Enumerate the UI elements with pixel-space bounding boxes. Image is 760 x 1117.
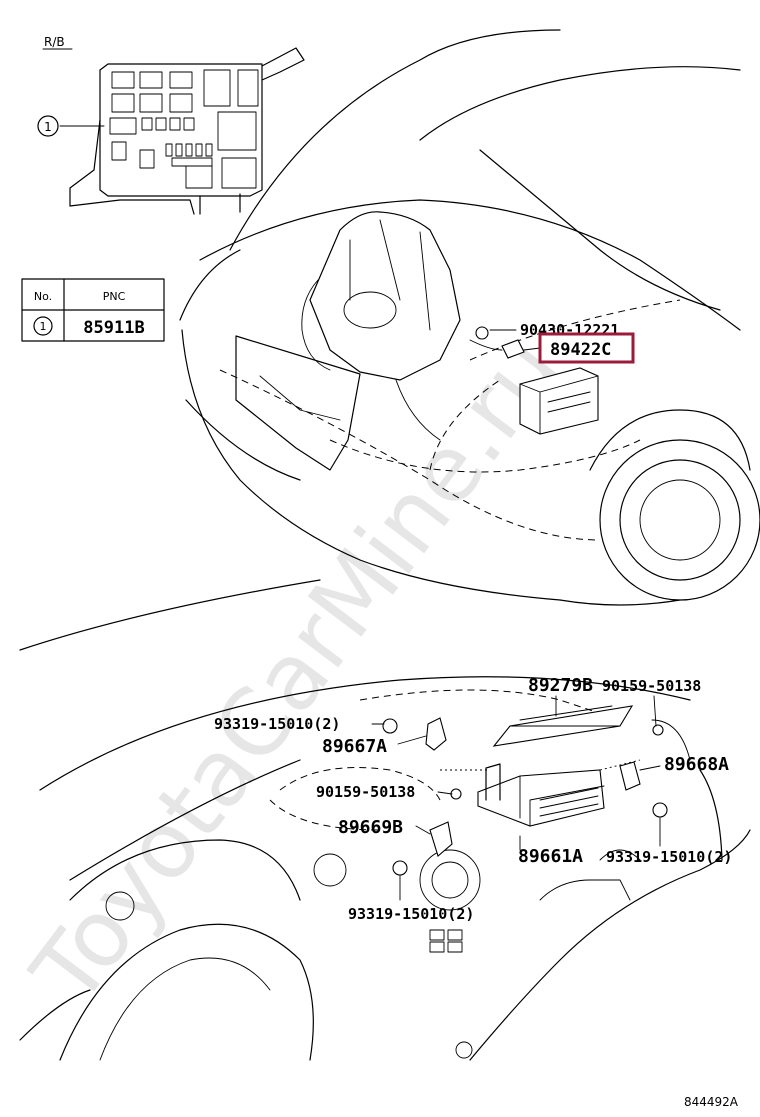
highlight-box: [538, 332, 635, 364]
pnc-row-no: 1: [40, 320, 47, 333]
dashboard-illustration: [19, 579, 751, 1061]
pnc-row-value: 85911B: [83, 318, 144, 338]
callout-89668a[interactable]: 89668A: [664, 754, 729, 775]
callout-93319-15010-top[interactable]: 93319-15010(2): [214, 715, 340, 733]
callout-89661a[interactable]: 89661A: [518, 846, 583, 867]
relay-block-illustration: R/B: [42, 35, 305, 215]
watermark: ToyotaCarMine.ru: [12, 317, 582, 1024]
pnc-col-pnc: PNC: [103, 290, 126, 303]
callout-89667a[interactable]: 89667A: [322, 736, 387, 757]
figure-id: 844492A: [684, 1095, 739, 1109]
callout-89279b[interactable]: 89279B: [528, 675, 593, 696]
relay-block-label: R/B: [44, 35, 65, 49]
callout-89669b[interactable]: 89669B: [338, 817, 403, 838]
callout-93319-15010-bottom[interactable]: 93319-15010(2): [348, 905, 474, 923]
vehicle-front-illustration: [179, 29, 760, 606]
callout-93319-15010-right[interactable]: 93319-15010(2): [606, 848, 732, 866]
pnc-table: No. PNC 1 85911B: [21, 278, 165, 342]
callout-90159-50138-mid[interactable]: 90159-50138: [316, 783, 415, 801]
relay-block-marker: 1: [37, 115, 59, 137]
callout-90159-50138-top[interactable]: 90159-50138: [602, 677, 701, 695]
svg-text:1: 1: [44, 120, 52, 134]
pnc-col-no: No.: [34, 290, 52, 303]
callout-89422c[interactable]: 89422C: [550, 340, 611, 360]
